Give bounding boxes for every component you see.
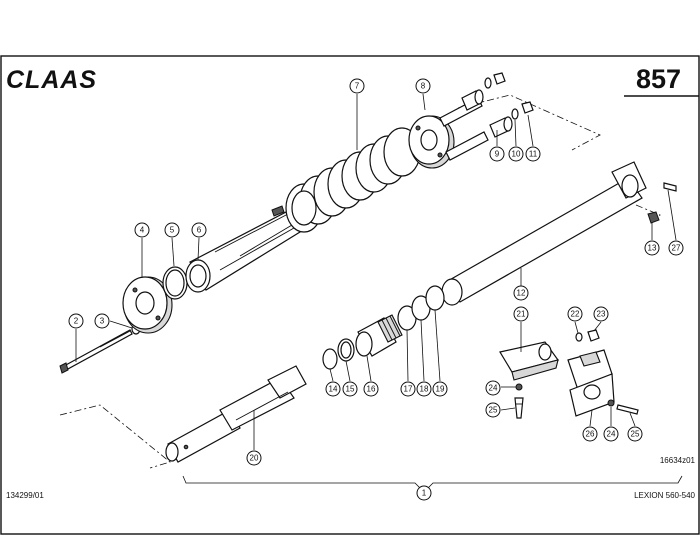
svg-text:17: 17 <box>404 385 413 394</box>
callout-21: 21 <box>513 306 529 322</box>
part-12-tube <box>441 161 647 306</box>
callout-25-a: 25 <box>485 402 501 418</box>
part-2-long-bolt <box>59 329 133 374</box>
callout-4: 4 <box>134 222 150 238</box>
svg-text:24: 24 <box>489 384 498 393</box>
svg-text:9: 9 <box>495 150 500 159</box>
svg-text:21: 21 <box>517 310 526 319</box>
part-9-spacer-upper <box>461 89 484 111</box>
callout-7: 7 <box>349 78 365 94</box>
svg-text:13: 13 <box>648 244 657 253</box>
callout-11: 11 <box>525 146 541 162</box>
part-15-ring-inner <box>340 341 352 359</box>
part-19-ring <box>425 285 445 311</box>
svg-text:2: 2 <box>74 317 79 326</box>
svg-text:23: 23 <box>597 310 606 319</box>
callout-19: 19 <box>432 381 448 397</box>
svg-text:20: 20 <box>250 454 259 463</box>
page-frame <box>0 55 700 535</box>
svg-text:4: 4 <box>140 226 145 235</box>
svg-text:3: 3 <box>100 317 105 326</box>
part-6-sleeve <box>185 205 301 293</box>
part-14-ring <box>322 348 338 370</box>
part-22-washer <box>575 332 583 342</box>
drawing-number: 16634z01 <box>660 456 696 465</box>
callout-6: 6 <box>191 222 207 238</box>
svg-text:14: 14 <box>329 385 338 394</box>
svg-text:26: 26 <box>586 430 595 439</box>
callout-22: 22 <box>567 306 583 322</box>
svg-text:11: 11 <box>529 150 538 159</box>
svg-text:16: 16 <box>367 385 376 394</box>
part-5-ring-inner <box>165 269 185 297</box>
svg-text:25: 25 <box>631 430 640 439</box>
svg-text:22: 22 <box>571 310 580 319</box>
callout-5: 5 <box>164 222 180 238</box>
part-7-coil-spring <box>285 127 421 233</box>
part-10-washer-upper <box>484 77 492 89</box>
svg-text:10: 10 <box>512 150 521 159</box>
callout-3: 3 <box>94 313 110 329</box>
part-11-nut <box>521 101 534 114</box>
part-26-yoke <box>567 349 615 417</box>
part-25-bolt <box>514 397 524 419</box>
callout-24-a: 24 <box>485 380 501 396</box>
part-24-washer-b <box>607 399 615 407</box>
svg-text:8: 8 <box>421 82 426 91</box>
part-21-bracket <box>499 341 559 381</box>
callout-13: 13 <box>644 240 660 256</box>
callout-18: 18 <box>416 381 432 397</box>
part-20-shaft <box>165 365 307 463</box>
part-16-threaded-sleeve <box>355 314 403 357</box>
brand-logo: CLAAS <box>6 66 97 94</box>
svg-text:5: 5 <box>170 226 175 235</box>
svg-text:12: 12 <box>517 289 526 298</box>
svg-text:25: 25 <box>489 406 498 415</box>
part-10-washer <box>511 108 519 120</box>
callout-25-b: 25 <box>627 426 643 442</box>
svg-text:27: 27 <box>672 244 681 253</box>
callout-26: 26 <box>582 426 598 442</box>
part-25-bolt-b <box>616 404 639 415</box>
part-24-washer <box>515 383 523 391</box>
part-23-nut <box>587 329 600 342</box>
svg-text:1: 1 <box>422 489 427 498</box>
svg-text:7: 7 <box>355 82 360 91</box>
callout-12: 12 <box>513 285 529 301</box>
callout-17: 17 <box>400 381 416 397</box>
callout-20: 20 <box>246 450 262 466</box>
callout-16: 16 <box>363 381 379 397</box>
part-4-flange <box>122 276 173 334</box>
callout-2: 2 <box>68 313 84 329</box>
callout-8: 8 <box>415 78 431 94</box>
callout-14: 14 <box>325 381 341 397</box>
svg-text:19: 19 <box>436 385 445 394</box>
model-label: LEXION 560-540 <box>634 491 695 500</box>
callout-15: 15 <box>342 381 358 397</box>
part-11-nut-upper <box>493 72 506 85</box>
callout-1: 1 <box>416 485 432 501</box>
callout-23: 23 <box>593 306 609 322</box>
svg-text:6: 6 <box>197 226 202 235</box>
page-number: 857 <box>636 64 681 94</box>
part-13-nut <box>647 211 660 224</box>
doc-number: 134299/01 <box>6 491 44 500</box>
callout-10: 10 <box>508 146 524 162</box>
callout-9: 9 <box>489 146 505 162</box>
part-27-pin <box>663 182 677 192</box>
svg-text:24: 24 <box>607 430 616 439</box>
part-8-seat-flange <box>408 97 489 169</box>
part-9-spacer <box>489 116 513 138</box>
callout-24-b: 24 <box>603 426 619 442</box>
callout-27: 27 <box>668 240 684 256</box>
svg-text:18: 18 <box>420 385 429 394</box>
svg-text:15: 15 <box>346 385 355 394</box>
